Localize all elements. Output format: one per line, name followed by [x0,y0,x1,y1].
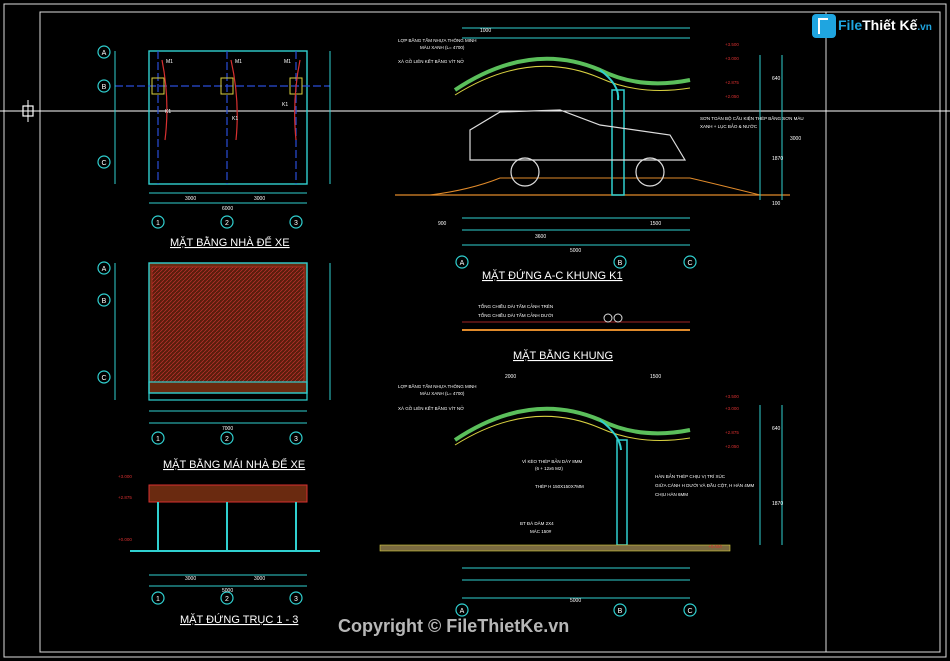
note-pipe2: (6 + 12x6 M2) [535,466,563,471]
axis-a2: A [102,266,107,273]
axis-b1: B [102,84,107,91]
dim-ax-3000a: 3000 [185,576,196,582]
axis-13: 1 [156,596,160,603]
note-roof: LỢP BẰNG TẤM NHỰA THÔNG MINH [398,36,476,43]
roof-plan-title: MẶT BẰNG MÁI NHÀ ĐỂ XE [163,458,305,471]
lvl-a2: +3.000 [725,56,739,61]
note-color2: MÀU XANH (L= 4700) [420,390,465,396]
dim-e-3000: 3000 [790,136,801,142]
label-k1-c: K1 [282,102,288,108]
roof-plan [114,262,331,424]
logo-text: FileThiết Kế.vn [838,17,932,33]
note-color: MÀU XANH (L= 4700) [420,44,465,50]
cursor-box[interactable] [22,105,34,117]
axis-ea2: A [460,608,465,615]
dim-e-3600: 3600 [535,234,546,240]
label-m1-b: M1 [235,59,242,65]
note-mac: MÁC 150# [530,528,552,534]
logo-icon [812,14,836,38]
dim-ax-5000: 5000 [222,588,233,594]
axis-a1: A [102,50,107,57]
note-weld: HÀN BẢN THÉP CHỊU VỊ TRÍ XÚC [655,473,726,479]
plan-title: MẶT BẰNG NHÀ ĐỂ XE [170,236,290,249]
outer-frame [3,3,947,658]
dim-e-1870: 1870 [772,156,783,162]
note-concrete: BT ĐÁ DĂM 2X4 [520,520,554,526]
lvl-a4: +2.050 [725,94,739,99]
lvl-ax1: +3.000 [118,474,132,479]
axis-c2: C [101,375,106,382]
dim-e-900: 900 [438,221,447,227]
axis-elev-title: MẶT ĐỨNG TRỤC 1 - 3 [180,613,298,626]
note-purlin2: XÀ GỒ LIÊN KẾT BẰNG VÍT NỞ [398,404,464,411]
axis-ea: A [460,260,465,267]
copyright-watermark: Copyright © FileThietKe.vn [338,616,570,636]
axis-ec2: C [687,608,692,615]
label-m1-a: M1 [166,59,173,65]
axis-elevation [130,484,320,587]
note-paint2: XANH + LỤC BẢO & NƯỚC [700,123,758,129]
axis-23: 2 [225,596,229,603]
lvl-a3: +2.875 [725,80,739,85]
lvl-b3: +2.875 [725,430,739,435]
axis-33: 3 [294,596,298,603]
dim-e-1500: 1500 [650,221,661,227]
dim-d-5000: 5000 [570,598,581,604]
filethietke-logo[interactable]: FileThiết Kế.vn [812,12,932,42]
dim-d-640: 640 [772,426,781,432]
note-paint: SƠN TOÀN BỘ CẤU KIỆN THÉP BẰNG SƠN MÀU [700,114,804,121]
axis-eb2: B [618,608,623,615]
dim-e-100: 100 [772,201,781,207]
note-weld3: CHỊU HÀN 6MM [655,491,688,497]
dim-e-5000: 5000 [570,248,581,254]
lvl-c0: +0.000 [708,544,722,549]
axis-31: 3 [294,220,298,227]
label-m1-c: M1 [284,59,291,65]
lvl-ax2: +2.875 [118,495,132,500]
dim-plan-3000b: 3000 [254,196,265,202]
axis-b2: B [102,298,107,305]
axis-c1: C [101,160,106,167]
dim-d-1500: 1500 [650,374,661,380]
axis-bubbles [97,45,697,617]
lvl-a1: +3.500 [725,42,739,47]
axis-22: 2 [225,436,229,443]
note-roof2: LỢP BẰNG TẤM NHỰA THÔNG MINH [398,382,476,389]
dim-ax-3000b: 3000 [254,576,265,582]
note-total1: TỔNG CHIỀU DÀI TẤM CẢNH TRÊN [478,302,553,309]
lvl-b4: +2.050 [725,444,739,449]
plan-parking [114,50,331,204]
lvl-ax0: +0.000 [118,537,132,542]
note-steel: THÉP H 150X150X7MM [535,483,584,489]
axis-11: 1 [156,220,160,227]
label-k1-a: K1 [165,109,171,115]
elevation-detail [379,405,783,599]
dim-plan-3000a: 3000 [185,196,196,202]
axis-12: 1 [156,436,160,443]
axis-32: 3 [294,436,298,443]
dim-e-1000: 1000 [480,28,491,34]
axis-21: 2 [225,220,229,227]
elevation-ac [395,27,790,246]
elev-ac-title: MẶT ĐỨNG A-C KHUNG K1 [482,269,623,282]
dim-roof-7000: 7000 [222,426,233,432]
lvl-b1: +3.500 [725,394,739,399]
dim-plan-6000: 6000 [222,206,233,212]
dim-d-2000: 2000 [505,374,516,380]
dim-e-640: 640 [772,76,781,82]
dim-d-1870: 1870 [772,501,783,507]
axis-ec: C [687,260,692,267]
axis-eb: B [618,260,623,267]
note-purlin: XÀ GỒ LIÊN KẾT BẰNG VÍT NỞ [398,57,464,64]
note-weld2: GIỮA CÁNH H DƯỚI VÀ ĐẦU CỘT, H HÀN 4MM [655,482,755,488]
note-total2: TỔNG CHIỀU DÀI TẤM CẢNH DƯỚI [478,312,553,318]
note-pipe: VÌ KÈO THÉP BẢN DÀY 8MM [522,458,583,464]
lvl-b2: +3.000 [725,406,739,411]
label-k1-b: K1 [232,116,238,122]
frame-plan-title: MẶT BẰNG KHUNG [513,349,613,362]
inner-frame [39,11,941,653]
frame-plan [462,313,690,331]
